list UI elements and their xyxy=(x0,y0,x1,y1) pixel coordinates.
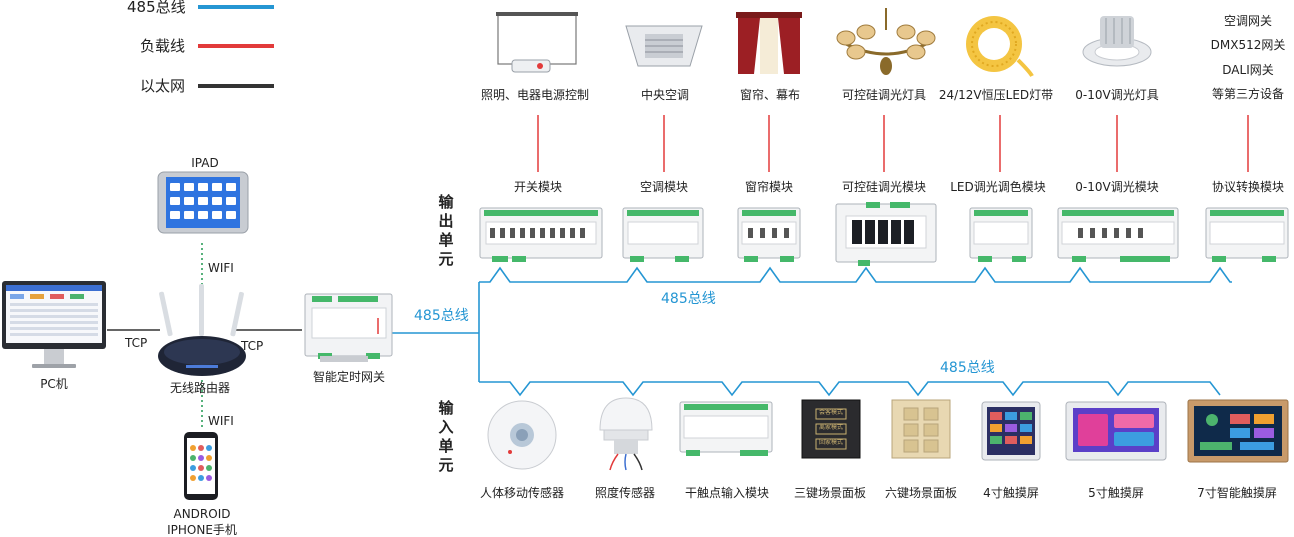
module-label-ac: 空调模块 xyxy=(639,180,689,194)
load-label-curtain: 窗帘、幕布 xyxy=(739,88,801,102)
legend-label-load: 负载线 xyxy=(140,37,186,55)
three-key-panel xyxy=(801,399,861,459)
load-label-ac: 中央空调 xyxy=(640,88,690,102)
module-label-switch: 开关模块 xyxy=(513,180,563,194)
load-label-lighting: 照明、电器电源控制 xyxy=(480,88,590,102)
input-label-three-key: 三键场景面板 xyxy=(793,486,867,500)
module-ac xyxy=(622,207,704,262)
six-key-panel xyxy=(891,399,951,459)
input-label-touch7: 7寸智能触摸屏 xyxy=(1197,486,1277,500)
router-device xyxy=(158,284,246,376)
motion-sensor-icon xyxy=(487,400,557,470)
module-label-scr: 可控硅调光模块 xyxy=(841,180,927,194)
tcp-label-right: TCP xyxy=(241,339,264,353)
module-label-led: LED调光调色模块 xyxy=(950,180,1046,194)
bus-label-output: 485总线 xyxy=(661,291,716,307)
touch-screen-5 xyxy=(1065,401,1167,461)
bus-input xyxy=(479,381,1221,397)
panel3-key-2: 离家模式 xyxy=(818,424,844,431)
bus-label-main: 485总线 xyxy=(414,308,469,324)
projector-icon xyxy=(496,12,578,73)
gateway-label: 智能定时网关 xyxy=(312,370,386,384)
bus-label-input: 485总线 xyxy=(940,360,995,376)
third-party-dmx512: DMX512网关 xyxy=(1210,38,1286,52)
phone-label-line2: IPHONE手机 xyxy=(167,523,237,537)
load-label-scr: 可控硅调光灯具 xyxy=(841,88,927,102)
load-label-0-10v: 0-10V调光灯具 xyxy=(1075,88,1159,102)
dry-contact-module xyxy=(679,401,773,456)
input-label-light: 照度传感器 xyxy=(594,486,656,500)
phone-label-line1: ANDROID xyxy=(173,507,231,521)
module-led xyxy=(969,207,1033,262)
input-label-six-key: 六键场景面板 xyxy=(884,486,958,500)
wifi-label-bottom: WIFI xyxy=(208,414,234,428)
ceiling-ac-icon xyxy=(625,25,703,67)
curtain-icon xyxy=(736,12,802,74)
phone-device xyxy=(184,432,218,500)
router-label: 无线路由器 xyxy=(169,381,231,395)
wifi-label-top: WIFI xyxy=(208,261,234,275)
load-label-led: 24/12V恒压LED灯带 xyxy=(938,88,1054,102)
led-strip-icon xyxy=(966,16,1034,78)
panel3-key-3: 回家模式 xyxy=(818,439,844,446)
legend-label-ethernet: 以太网 xyxy=(140,77,186,95)
gateway-device xyxy=(304,293,393,362)
module-protocol xyxy=(1205,207,1289,262)
touch-screen-4 xyxy=(981,401,1041,461)
downlight-icon xyxy=(1082,16,1152,67)
module-label-protocol: 协议转换模块 xyxy=(1211,180,1285,194)
tcp-label-left: TCP xyxy=(125,336,148,350)
legend-label-485: 485总线 xyxy=(127,0,186,16)
section-input-label: 输入单元 xyxy=(438,399,454,474)
module-curtain xyxy=(737,207,801,262)
third-party-ac-gateway: 空调网关 xyxy=(1223,14,1273,28)
third-party-others: 等第三方设备 xyxy=(1211,87,1285,101)
panel3-key-1: 会客模式 xyxy=(818,409,844,416)
module-label-curtain: 窗帘模块 xyxy=(744,180,794,194)
bus-output xyxy=(479,266,1232,283)
input-label-dry-contact: 干触点输入模块 xyxy=(684,486,770,500)
third-party-dali: DALI网关 xyxy=(1222,63,1274,77)
pc-label: PC机 xyxy=(40,377,68,391)
input-label-touch4: 4寸触摸屏 xyxy=(983,486,1039,500)
module-0-10v xyxy=(1057,207,1179,262)
touch-screen-7 xyxy=(1187,399,1289,463)
module-switch xyxy=(479,207,603,262)
input-label-motion: 人体移动传感器 xyxy=(479,486,565,500)
section-output-label: 输出单元 xyxy=(438,193,454,268)
module-label-0-10v: 0-10V调光模块 xyxy=(1075,180,1159,194)
chandelier-icon xyxy=(836,8,936,75)
light-sensor-icon xyxy=(599,397,653,471)
pc-monitor xyxy=(2,281,106,368)
input-label-touch5: 5寸触摸屏 xyxy=(1088,486,1144,500)
ipad-label: IPAD xyxy=(191,156,219,170)
module-scr-dimmer xyxy=(835,202,937,266)
ipad-device xyxy=(157,171,249,234)
load-lines xyxy=(537,115,1249,172)
